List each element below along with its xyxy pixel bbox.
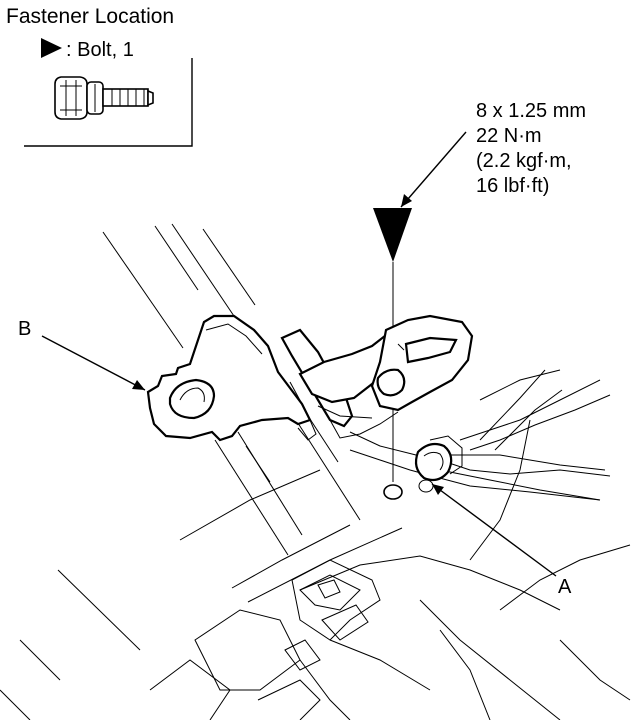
fastener-legend: Fastener Location : Bolt, 1: [6, 5, 193, 147]
legend-bolt-label: : Bolt, 1: [66, 39, 134, 61]
callout-b: B: [18, 318, 146, 391]
legend-title: Fastener Location: [6, 5, 174, 28]
callout-b-label: B: [18, 318, 31, 340]
spec-torque-lbfft: 16 lbf·ft): [476, 175, 549, 197]
spec-leader-line: [400, 131, 467, 208]
bolt-icon: [54, 76, 154, 120]
floor-bracket: [149, 559, 381, 720]
bolt-marker-triangle-icon: [373, 208, 412, 262]
legend-border: [24, 58, 193, 147]
bolt-hole: [383, 484, 403, 500]
spec-torque-kgfm: (2.2 kgf·m,: [476, 150, 572, 172]
spec-leader-arrowhead: [401, 194, 412, 207]
callout-a-label: A: [558, 576, 572, 598]
legend-triangle-icon: [41, 38, 62, 58]
callout-a: A: [431, 483, 572, 598]
torque-spec: 8 x 1.25 mm 22 N·m (2.2 kgf·m, 16 lbf·ft…: [476, 100, 586, 197]
mounting-bracket-b: [146, 314, 312, 442]
spec-torque-nm: 22 N·m: [476, 125, 542, 147]
upper-bracket: [280, 314, 474, 441]
vehicle-body-lines: [0, 223, 631, 720]
spec-thread: 8 x 1.25 mm: [476, 100, 586, 122]
harness-clip-a: [414, 435, 463, 493]
